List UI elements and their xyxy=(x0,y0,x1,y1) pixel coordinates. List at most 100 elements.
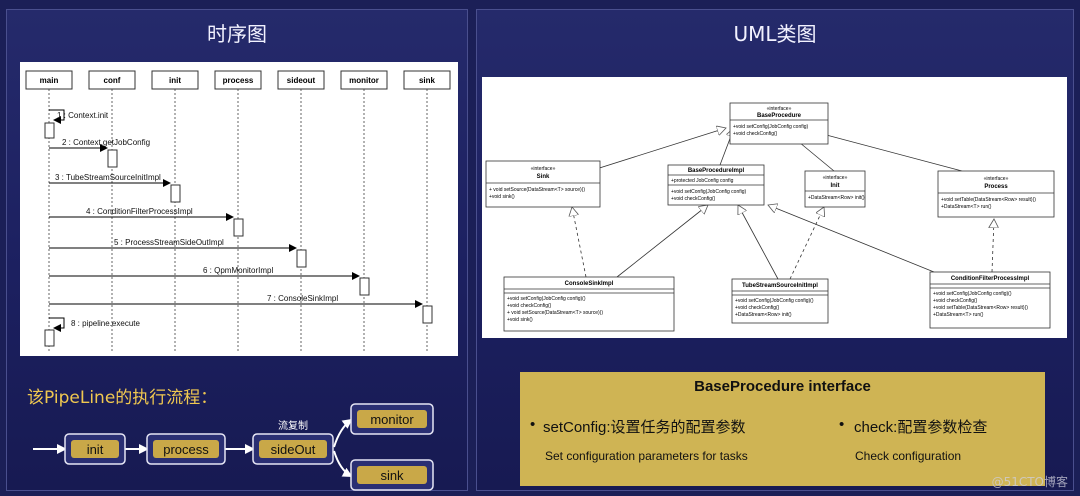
flow-arrow-sideout-monitor xyxy=(333,418,353,448)
sequence-diagram: main conf init process sideout monitor s… xyxy=(20,62,458,356)
uml-class-diagram-svg: «interface» BaseProcedure +void setConfi… xyxy=(485,102,1055,332)
activation-monitor xyxy=(359,277,370,296)
message-arrow-1 xyxy=(49,109,65,124)
message-arrow-8 xyxy=(49,317,65,332)
flow-node-sideout: sideOut xyxy=(252,433,334,465)
participant-process-box xyxy=(214,70,262,90)
watermark: @51CTO博客 xyxy=(991,475,1068,489)
flow-node-sink-label: sink xyxy=(380,468,404,483)
bullet-check: • xyxy=(839,416,845,433)
uml-class-init: «interface» Init +DataStream<Row> init() xyxy=(804,170,866,208)
participant-monitor-box xyxy=(340,70,388,90)
uml-init-stereotype: «interface» xyxy=(823,175,848,181)
uml-cond-method-3: +void setTable(DataStream<Row> result)() xyxy=(933,305,1028,311)
uml-init-name: Init xyxy=(831,183,840,189)
flow-node-sideout-label: sideOut xyxy=(271,442,316,457)
activation-sink xyxy=(422,305,433,324)
message-label-8: 8 : pipeline.execute xyxy=(71,319,140,328)
uml-process-name: Process xyxy=(984,184,1008,190)
activation-process xyxy=(233,218,244,237)
flow-node-process: process xyxy=(146,433,226,465)
summary-check-desc: Check configuration xyxy=(855,449,962,463)
uml-edge-tube-impl xyxy=(738,205,779,280)
flow-diagram: init process sideOut 流复制 monitor sink xyxy=(33,403,434,491)
uml-baseprocedure-name: BaseProcedure xyxy=(757,113,802,119)
baseprocedure-summary: BaseProcedure interface • setConfig:设置任务… xyxy=(520,372,1045,486)
uml-impl-name: BaseProcedureImpl xyxy=(688,168,745,174)
uml-cond-name: ConditionFilterProcessImpl xyxy=(951,276,1030,282)
activation-sideout xyxy=(296,249,307,268)
uml-sink-method-1: + void setSource(DataStream<T> source)() xyxy=(489,187,585,193)
summary-setconfig-desc: Set configuration parameters for tasks xyxy=(545,449,748,463)
uml-edge-cond-process xyxy=(992,219,994,273)
uml-process-stereotype: «interface» xyxy=(984,176,1009,182)
flow-node-init: init xyxy=(64,433,126,465)
uml-impl-field-1: +protected JobConfig config xyxy=(671,178,734,184)
message-label-4: 4 : ConditionFilterProcessImpl xyxy=(86,207,193,216)
uml-console-method-3: + void setSource(DataStream<T> source)() xyxy=(507,310,603,316)
uml-class-baseprocedureimpl: BaseProcedureImpl +protected JobConfig c… xyxy=(667,164,765,206)
participant-conf: conf xyxy=(104,76,121,85)
participant-monitor: monitor xyxy=(349,76,379,85)
message-label-6: 6 : QpmMonitorImpl xyxy=(203,266,273,275)
message-label-3: 3 : TubeStreamSourceInitImpl xyxy=(55,173,161,182)
activation-conf xyxy=(107,149,118,168)
uml-tube-method-3: +DataStream<Row> init() xyxy=(735,312,792,318)
uml-process-method-2: +DataStream<T> run() xyxy=(941,204,992,210)
message-label-5: 5 : ProcessStreamSideOutImpl xyxy=(114,238,224,247)
activation-main-1 xyxy=(44,122,55,139)
uml-tube-method-1: +void setConfig(JobConfig config)() xyxy=(735,298,814,304)
uml-class-tubestreamsourceinitimpl: TubeStreamSourceInitImpl +void setConfig… xyxy=(731,278,829,324)
flow-node-init-label: init xyxy=(87,442,104,457)
flow-node-process-label: process xyxy=(163,442,209,457)
message-label-1: 1 : Context.init xyxy=(57,111,109,120)
participant-sideout: sideout xyxy=(287,76,316,85)
uml-tube-method-2: +void checkConfig() xyxy=(735,305,780,311)
uml-class-conditionfilterprocessimpl: ConditionFilterProcessImpl +void setConf… xyxy=(929,271,1051,329)
message-label-2: 2 : Context.getJobConfig xyxy=(62,138,150,147)
message-label-7: 7 : ConsoleSinkImpl xyxy=(267,294,338,303)
summary-setconfig-label: setConfig:设置任务的配置参数 xyxy=(543,419,746,436)
sequence-panel-title: 时序图 xyxy=(207,22,267,46)
participant-init: init xyxy=(169,76,181,85)
uml-console-method-4: +void sink() xyxy=(507,317,533,323)
flow-node-sink: sink xyxy=(350,459,434,491)
uml-impl-method-2: +void checkConfig() xyxy=(671,196,716,202)
participant-sink: sink xyxy=(419,76,436,85)
bullet-setconfig: • xyxy=(530,416,536,433)
flow-node-monitor: monitor xyxy=(350,403,434,435)
uml-cond-method-2: +void checkConfig() xyxy=(933,298,978,304)
participant-conf-box xyxy=(88,70,136,90)
uml-cond-method-4: +DataStream<T> run() xyxy=(933,312,984,318)
participant-main: main xyxy=(40,76,59,85)
uml-edge-console-impl xyxy=(616,205,708,278)
participant-process: process xyxy=(223,76,254,85)
flow-arrow-sideout-sink xyxy=(333,450,353,477)
flow-title: 该PipeLine的执行流程： xyxy=(27,388,218,408)
summary-title: BaseProcedure interface xyxy=(694,378,871,395)
uml-process-method-1: +void setTable(DataStream<Row> result)() xyxy=(941,197,1036,203)
uml-sink-name: Sink xyxy=(537,174,550,180)
uml-class-process: «interface» Process +void setTable(DataS… xyxy=(937,170,1055,218)
uml-impl-method-1: +void setConfig(JobConfig config) xyxy=(671,189,747,195)
uml-panel: UML类图 xyxy=(476,9,1074,491)
uml-sink-stereotype: «interface» xyxy=(531,166,556,172)
participant-sink-box xyxy=(403,70,451,90)
uml-tube-name: TubeStreamSourceInitImpl xyxy=(742,283,818,289)
uml-console-method-2: +void checkConfig() xyxy=(507,303,552,309)
uml-baseprocedure-stereotype: «interface» xyxy=(767,106,792,112)
uml-baseprocedure-method-1: +void setConfig(JobConfig config) xyxy=(733,124,809,130)
participant-init-box xyxy=(151,70,199,90)
participant-main-box xyxy=(25,70,73,90)
uml-sink-method-2: +void sink() xyxy=(489,194,515,200)
uml-console-name: ConsoleSinkImpl xyxy=(565,281,614,287)
uml-class-baseprocedure: «interface» BaseProcedure +void setConfi… xyxy=(729,102,829,145)
flow-copy-label: 流复制 xyxy=(278,419,308,432)
participant-sideout-box xyxy=(277,70,325,90)
uml-init-method-1: +DataStream<Row> init() xyxy=(808,195,865,201)
activation-main-2 xyxy=(44,329,55,347)
uml-cond-method-1: +void setConfig(JobConfig config)() xyxy=(933,291,1012,297)
summary-check-label: check:配置参数检查 xyxy=(854,419,988,436)
uml-panel-title: UML类图 xyxy=(733,22,817,46)
uml-edge-console-sink xyxy=(572,207,587,278)
